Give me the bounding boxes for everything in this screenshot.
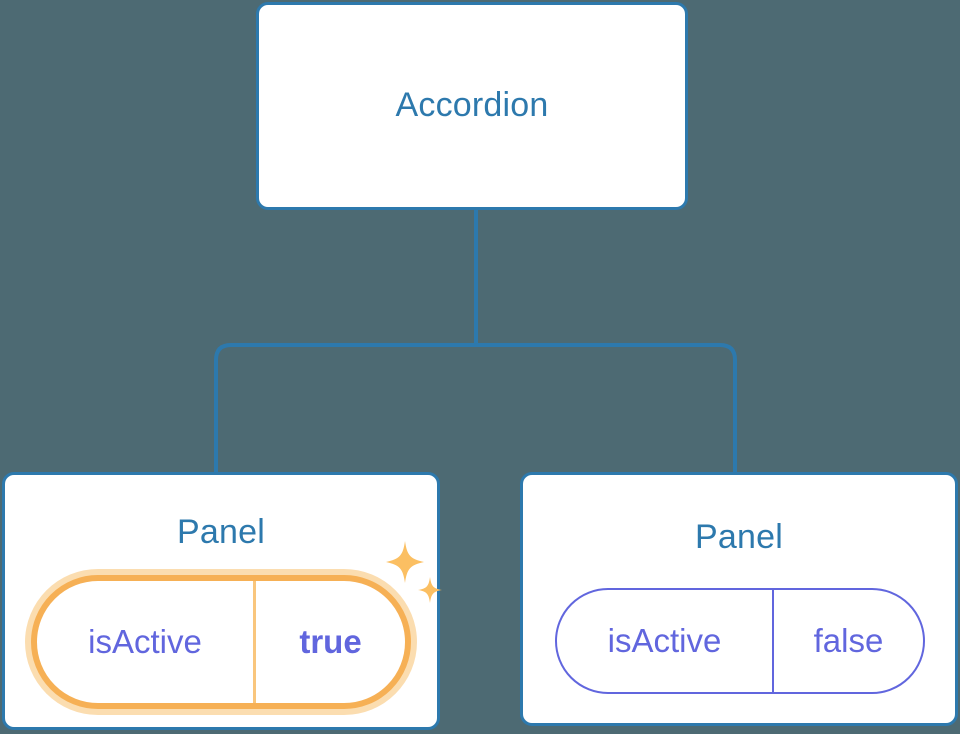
connector-branch-bar <box>214 343 737 472</box>
node-accordion-title: Accordion <box>395 86 549 125</box>
prop-pill-isactive-true[interactable]: isActive true <box>31 575 411 709</box>
prop-pill-isactive-false[interactable]: isActive false <box>555 588 925 694</box>
prop-value-label: false <box>813 622 884 659</box>
node-panel-active-title: Panel <box>177 513 265 551</box>
node-panel-inactive-title: Panel <box>695 518 783 556</box>
prop-key-label: isActive <box>557 590 774 692</box>
prop-value-label: true <box>299 623 362 660</box>
node-accordion[interactable]: Accordion <box>256 2 688 210</box>
prop-key-label: isActive <box>37 581 256 703</box>
